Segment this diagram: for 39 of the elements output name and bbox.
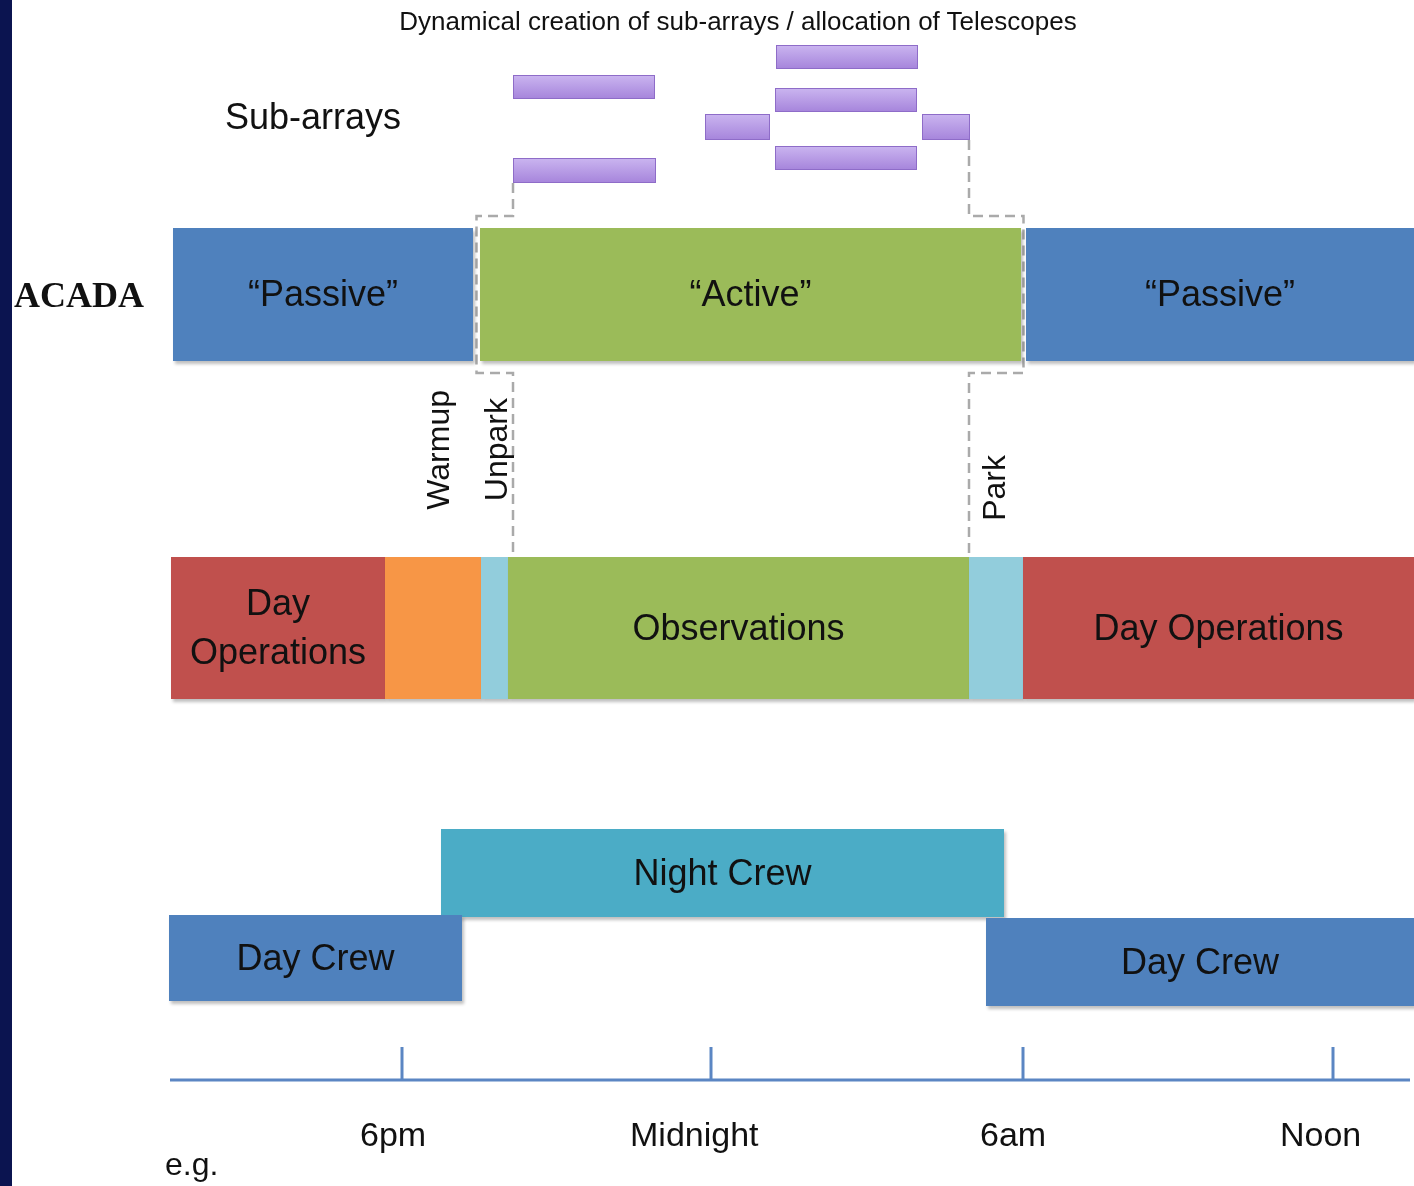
sub-array-bar — [776, 45, 918, 69]
sub-array-bar — [513, 158, 656, 183]
row-label: ACADA — [14, 274, 144, 316]
timeline-bar — [441, 829, 1004, 917]
bar-label: Day Crew — [1121, 939, 1279, 984]
bar-label: “Active” — [689, 272, 812, 317]
bar-label: “Passive” — [248, 272, 398, 317]
phase-label: Warmup — [420, 390, 457, 510]
sub-array-bar — [513, 75, 655, 99]
bar-label: “Passive” — [1145, 272, 1295, 317]
timeline-bar — [1023, 557, 1414, 699]
row-label: Sub-arrays — [225, 96, 402, 138]
bar-label: Day Operations — [1093, 605, 1344, 650]
timeline-bar — [171, 557, 385, 699]
sub-array-bar — [775, 88, 917, 112]
tick-label: Midnight — [630, 1115, 759, 1154]
sub-array-bar — [922, 114, 970, 140]
phase-label: Unpark — [478, 398, 515, 502]
bar-label: Day Crew — [236, 935, 395, 980]
tick-label: Noon — [1280, 1115, 1362, 1154]
diagram-title: Dynamical creation of sub-arrays / allocation of Telescopes — [398, 6, 1078, 37]
tick-label: 6am — [980, 1115, 1047, 1154]
sub-array-bar — [705, 114, 770, 140]
timeline-bar — [508, 557, 969, 699]
phase-label: Park — [976, 455, 1013, 521]
bar-label: Day Operations — [188, 581, 368, 674]
sub-array-bar — [775, 146, 917, 170]
note-text: e.g. — [165, 1146, 219, 1183]
phase-bar — [481, 557, 508, 699]
bar-label: Observations — [632, 605, 845, 650]
timeline-bar — [173, 228, 473, 361]
phase-bar — [969, 557, 1023, 699]
tick-label: 6pm — [360, 1115, 427, 1154]
bar-label: Night Crew — [633, 850, 812, 895]
timeline-bar — [169, 915, 462, 1001]
timeline-bar — [1026, 228, 1414, 361]
phase-bar — [385, 557, 481, 699]
timeline-bar — [480, 228, 1021, 361]
timeline-bar — [986, 918, 1414, 1006]
